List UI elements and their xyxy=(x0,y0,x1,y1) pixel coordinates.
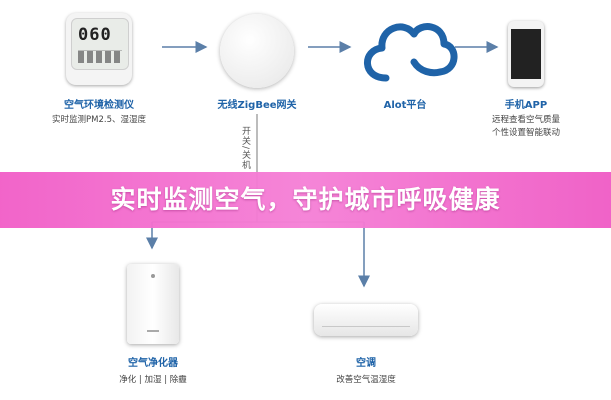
sensor-display-value: 060 xyxy=(78,25,112,45)
air-conditioner-device xyxy=(314,304,418,336)
ac-title: 空调 xyxy=(356,358,376,369)
sensor-screen: 060 xyxy=(71,18,129,70)
cloud-title: Alot平台 xyxy=(383,100,427,111)
purifier-logo-mark xyxy=(147,330,159,332)
gateway-title: 无线ZigBee网关 xyxy=(217,100,297,111)
air-sensor-device: 060 xyxy=(66,13,132,85)
phone-subtitle-line1: 远程查看空气质量 xyxy=(491,115,560,125)
headline-banner xyxy=(0,172,611,228)
air-purifier-device xyxy=(127,264,179,344)
phone-title: 手机APP xyxy=(504,100,548,111)
headline-text: 实时监测空气，守护城市呼吸健康 xyxy=(110,185,501,214)
zigbee-gateway-device xyxy=(220,14,294,88)
phone-subtitle-line2: 个性设置智能联动 xyxy=(491,128,560,138)
ac-vent-line xyxy=(322,326,410,327)
sensor-title: 空气环境检测仪 xyxy=(64,100,134,111)
sensor-display-bars xyxy=(78,50,122,63)
purifier-title: 空气净化器 xyxy=(128,358,178,369)
edge-label-switch: 开关/关机 xyxy=(240,126,250,171)
purifier-subtitle: 净化 | 加湿 | 除霾 xyxy=(119,375,187,385)
phone-device xyxy=(508,21,544,87)
sensor-subtitle: 实时监测PM2.5、湿湿度 xyxy=(52,115,146,125)
phone-screen xyxy=(511,29,541,79)
purifier-sensor-dot xyxy=(151,274,155,278)
ac-subtitle: 改善空气温湿度 xyxy=(336,375,396,385)
cloud-icon xyxy=(364,23,458,82)
